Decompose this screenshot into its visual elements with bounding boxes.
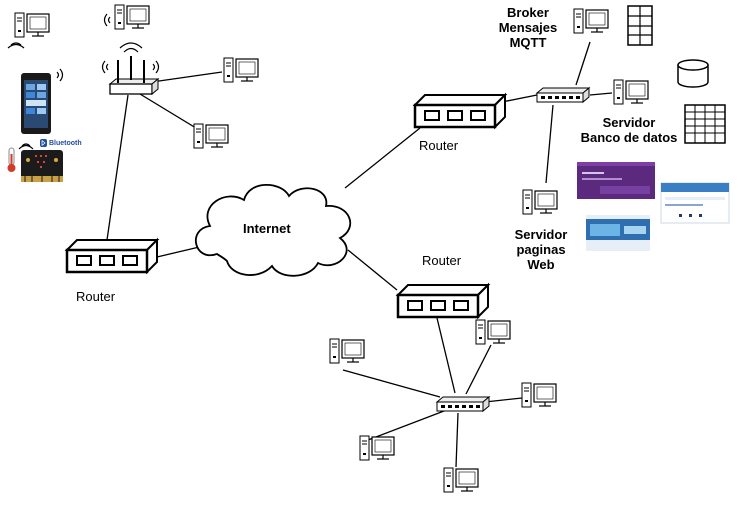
thermometer-icon: [7, 147, 16, 172]
pc-web-server: [522, 189, 558, 215]
router-left: [65, 238, 159, 274]
wireless-access-point: [101, 42, 160, 96]
data-table-icon: [684, 104, 726, 144]
link-ap-pc-1: [151, 71, 223, 83]
link-switch-db: [589, 92, 613, 96]
db-server-label: Servidor Banco de datos: [576, 115, 682, 145]
link-internet-router-top: [344, 127, 421, 189]
pc-wifi-top: [114, 4, 150, 30]
switch-bottom: [436, 396, 490, 412]
wifi-waves-icon: [103, 13, 111, 27]
link-ap-router-left: [106, 94, 129, 241]
link-router-bottom-switch: [436, 317, 456, 394]
bluetooth-label: Bluetooth: [49, 140, 82, 147]
pc-ap-lower: [193, 123, 229, 149]
broker-label-line: Broker: [507, 5, 549, 20]
link-internet-router-bottom: [347, 249, 398, 291]
bluetooth-icon: [40, 139, 47, 147]
router-top-label: Router: [419, 138, 459, 153]
switch-top: [536, 87, 590, 103]
db-server-label-line: Servidor: [602, 115, 656, 130]
web-server-label-line: Web: [527, 257, 555, 272]
internet-cloud: [195, 184, 352, 277]
pc-ap-right: [223, 57, 259, 83]
link-switch-pc-c: [484, 397, 523, 403]
web-server-label-line: paginas: [516, 242, 566, 257]
pc-lan-2: [475, 319, 511, 345]
wifi-waves-icon: [18, 143, 34, 150]
wifi-waves-icon: [56, 68, 64, 82]
connection-lines: [106, 41, 613, 468]
webpage-thumbnail-1: [577, 162, 655, 199]
link-switch-broker: [575, 41, 591, 86]
web-server-label-line: Servidor: [514, 227, 568, 242]
microbit-board-icon: [21, 150, 63, 182]
broker-label-line: Mensajes: [498, 20, 558, 35]
pc-top-left: [14, 12, 50, 38]
link-switch-pc-b: [465, 344, 492, 395]
router-bottom-label: Router: [422, 253, 462, 268]
link-switch-web: [545, 104, 554, 184]
db-server-label-line: Banco de datos: [580, 130, 678, 145]
link-switch-pc-a: [342, 369, 441, 398]
web-server-label: Servidor paginas Web: [510, 227, 572, 272]
broker-label: Broker Mensajes MQTT: [496, 5, 560, 50]
router-left-label: Router: [76, 289, 116, 304]
wifi-waves-icon: [7, 42, 25, 49]
webpage-thumbnail-2: [660, 182, 730, 224]
database-icon: [677, 59, 709, 88]
router-bottom: [396, 283, 490, 319]
pc-lan-5: [443, 467, 479, 493]
webpage-thumbnail-3: [586, 215, 650, 251]
link-switch-pc-d: [367, 410, 445, 441]
pc-lan-3: [521, 382, 557, 408]
pc-broker: [573, 8, 609, 34]
link-switch-pc-e: [455, 412, 459, 468]
pc-db-server: [613, 79, 649, 105]
internet-label: Internet: [243, 221, 291, 236]
router-top: [413, 93, 507, 129]
smartphone-icon: [21, 73, 51, 134]
server-rack-icon: [627, 5, 653, 46]
pc-lan-4: [359, 435, 395, 461]
wifi-waves-icon: [101, 60, 109, 74]
pc-lan-1: [329, 338, 365, 364]
link-ap-pc-2: [139, 93, 197, 129]
wifi-waves-icon: [152, 60, 160, 74]
broker-label-line: MQTT: [509, 35, 547, 50]
